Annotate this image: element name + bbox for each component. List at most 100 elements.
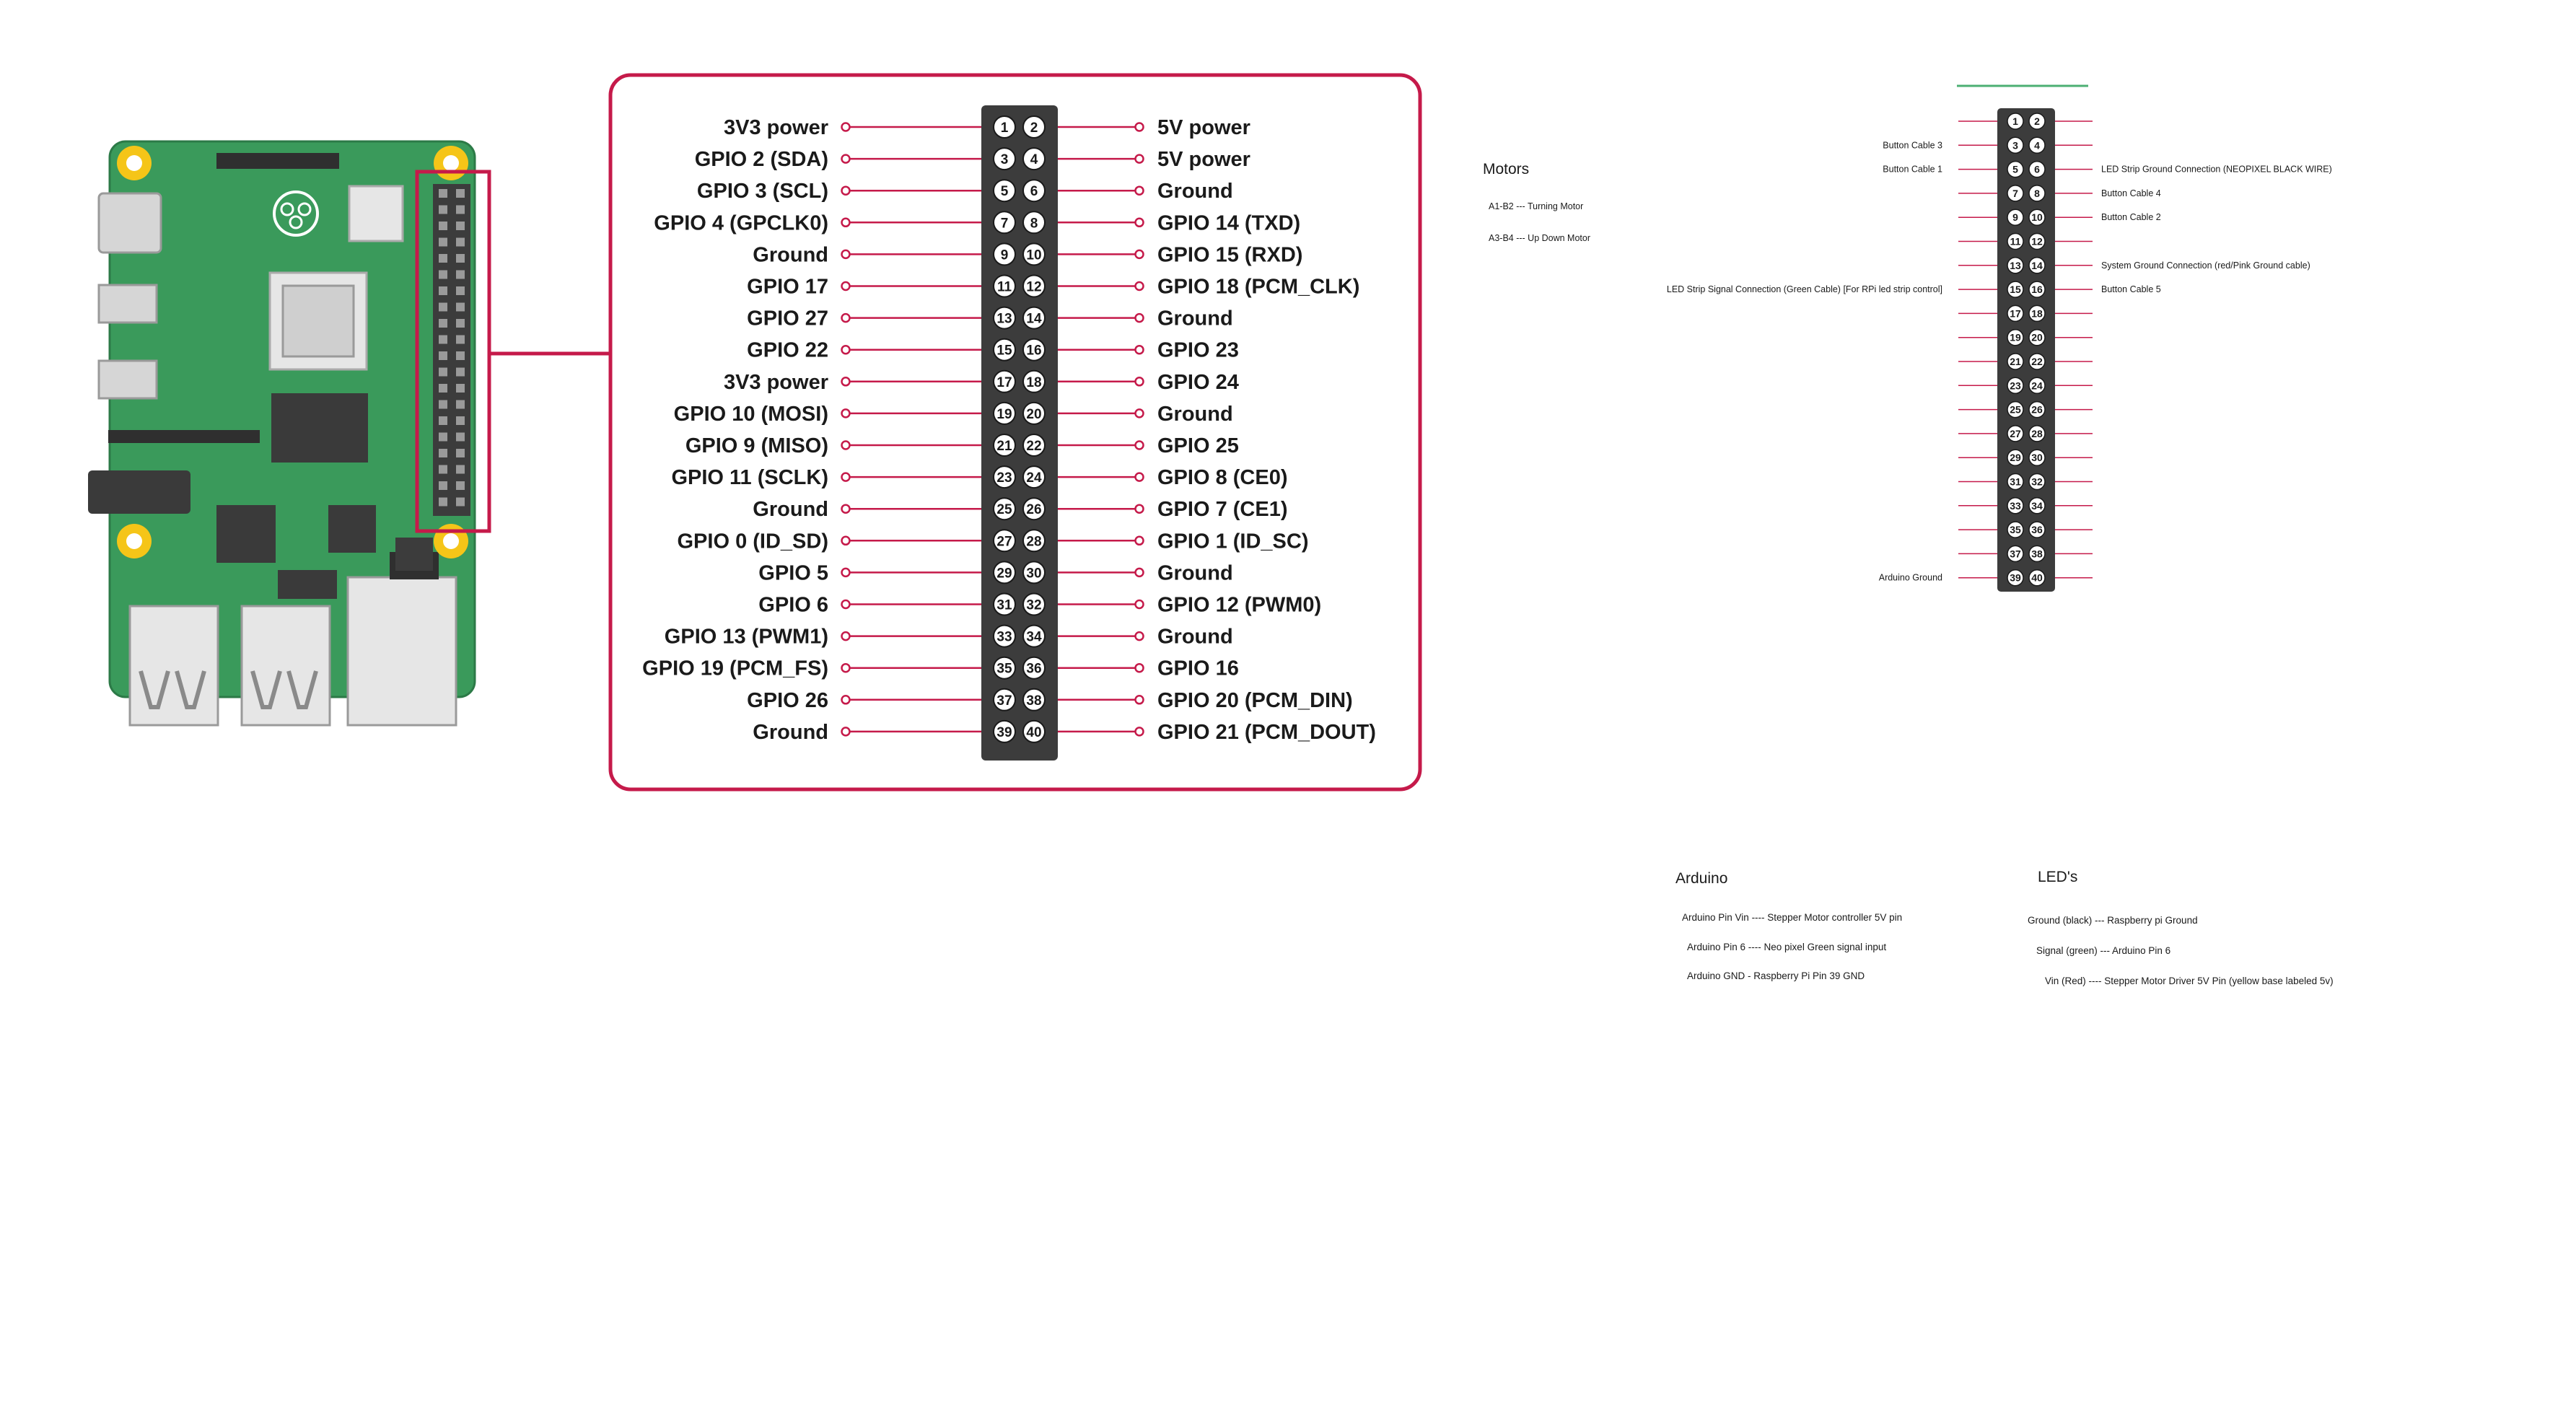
pin-label-left: GPIO 22	[747, 339, 828, 362]
pin-circle	[2007, 400, 2024, 418]
pin-number: 37	[2010, 548, 2021, 559]
pin-label-right: Ground	[1157, 626, 1233, 649]
board-pin	[456, 270, 465, 279]
pin-number: 11	[997, 280, 1012, 295]
pin-circle	[1022, 369, 1046, 393]
pin-number: 7	[2012, 188, 2018, 199]
pin-number: 18	[2031, 307, 2043, 319]
pin-label-left: GPIO 9 (MISO)	[685, 434, 828, 457]
pin-circle	[993, 274, 1016, 298]
pin-connector-dot	[841, 695, 851, 705]
pin-number: 34	[2031, 500, 2043, 512]
pin-connector-dot	[841, 504, 851, 514]
pin-number: 35	[996, 662, 1012, 677]
pin-label-right: GPIO 12 (PWM0)	[1157, 594, 1321, 617]
pin-number: 27	[996, 534, 1012, 549]
pin-label-left: GPIO 26	[747, 689, 828, 712]
pin-number: 29	[996, 566, 1012, 581]
pin-circle	[2007, 473, 2024, 491]
pin-number: 5	[2012, 164, 2018, 175]
board-pin	[439, 237, 447, 247]
pin-number: 32	[1026, 598, 1041, 613]
pin-circle	[993, 624, 1016, 648]
pin-connector-dot	[1134, 662, 1144, 673]
pin-connector-dot	[1134, 440, 1144, 450]
arduino-note: Arduino Pin 6 ---- Neo pixel Green signa…	[1687, 942, 1886, 952]
pin-label-left: 3V3 power	[724, 116, 828, 139]
pin-connector-dot	[1134, 599, 1144, 610]
pin-circle	[2028, 449, 2046, 466]
pin-connector-dot	[1134, 727, 1144, 737]
pin-number: 4	[2034, 139, 2040, 151]
pin-circle	[1022, 401, 1046, 425]
pin-circle	[993, 115, 1016, 139]
pin-number: 1	[1001, 120, 1009, 136]
pin-label-left: GPIO 2 (SDA)	[695, 148, 828, 171]
pin-note-left: Arduino Ground	[1879, 573, 1942, 583]
pin-connector-dot	[841, 185, 851, 196]
pin-number: 8	[2034, 188, 2040, 199]
pin-number: 12	[2031, 236, 2043, 247]
motors-section: Motors A1-B2 --- Turning Motor A3-B4 ---…	[1483, 161, 1590, 243]
pin-label-left: GPIO 27	[747, 307, 828, 330]
pin-note-left: LED Strip Signal Connection (Green Cable…	[1667, 284, 1942, 294]
arduino-heading: Arduino	[1675, 870, 1727, 887]
board-pin	[456, 302, 465, 312]
board-pin	[456, 351, 465, 360]
pin-label-right: Ground	[1157, 180, 1233, 203]
pin-number: 36	[1026, 662, 1041, 677]
pin-label-right: Ground	[1157, 561, 1233, 584]
pin-circle	[1022, 465, 1046, 489]
pin-label-right: GPIO 25	[1157, 434, 1239, 457]
pin-circle	[993, 465, 1016, 489]
pin-number: 39	[2010, 572, 2021, 584]
pin-label-left: Ground	[753, 498, 828, 521]
pin-number: 21	[2010, 356, 2021, 367]
leds-section: LED's Ground (black) --- Raspberry pi Gr…	[2028, 869, 2334, 986]
pin-connector-dot	[1134, 472, 1144, 482]
pin-connector-dot	[841, 727, 851, 737]
board-pin	[456, 254, 465, 263]
pin-label-right: GPIO 24	[1157, 371, 1239, 394]
pin-circle	[2028, 281, 2046, 298]
board-pin	[439, 270, 447, 279]
board-pin	[439, 222, 447, 230]
pin-label-left: 3V3 power	[724, 371, 828, 394]
pin-number: 40	[1026, 725, 1041, 740]
pin-label-left: GPIO 10 (MOSI)	[674, 403, 828, 426]
pin-circle	[1022, 624, 1046, 648]
pin-circle	[2007, 449, 2024, 466]
pin-circle	[1022, 274, 1046, 298]
pin-number: 14	[2031, 260, 2043, 271]
board-pin	[439, 205, 447, 214]
pin-connector-dot	[1134, 185, 1144, 196]
pin-number: 32	[2031, 476, 2043, 488]
pin-number: 9	[2012, 211, 2018, 223]
pin-circle	[2007, 304, 2024, 323]
pin-connector-dot	[1134, 377, 1144, 387]
pin-number: 6	[1030, 184, 1038, 199]
pin-number: 9	[1001, 247, 1009, 263]
pin-connector-dot	[1134, 695, 1144, 705]
pin-circle	[993, 497, 1016, 521]
pin-circle	[2007, 185, 2024, 202]
pin-connector-dot	[1134, 344, 1144, 355]
led-note: Vin (Red) ---- Stepper Motor Driver 5V P…	[2045, 976, 2334, 986]
pin-number: 36	[2031, 524, 2043, 535]
board-pin	[439, 286, 447, 295]
pin-connector-dot	[841, 217, 851, 228]
pin-connector-dot	[1134, 408, 1144, 418]
pin-circle	[1022, 719, 1046, 743]
pin-circle	[993, 211, 1016, 235]
board-pin	[439, 400, 447, 409]
pin-connector-dot	[841, 472, 851, 482]
pin-connector-dot	[1134, 504, 1144, 514]
pin-circle	[2007, 521, 2024, 538]
pin-number: 34	[1026, 630, 1042, 645]
pin-circle	[2007, 113, 2024, 130]
pin-label-right: Ground	[1157, 403, 1233, 426]
pin-circle	[993, 656, 1016, 680]
pin-label-left: GPIO 19 (PCM_FS)	[642, 657, 828, 680]
pin-circle	[2007, 257, 2024, 274]
pin-circle	[2028, 377, 2046, 395]
